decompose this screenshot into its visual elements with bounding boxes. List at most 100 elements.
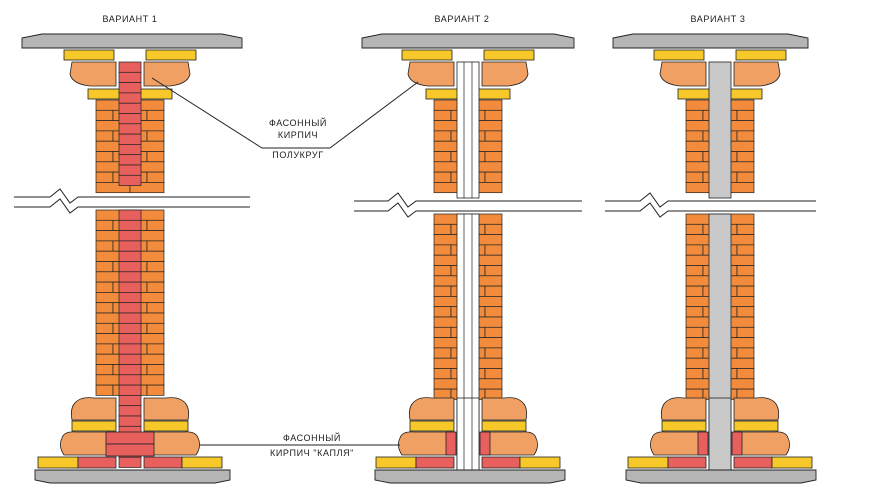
- shaft-brick-upper: [433, 171, 452, 183]
- capital-shaped-brick: [143, 61, 191, 87]
- core-brick-upper: [118, 71, 142, 83]
- core-brick-upper: [118, 164, 142, 176]
- bottom-slab: [374, 469, 566, 484]
- shaft-brick-lower: [95, 219, 114, 231]
- base-red-brick: [479, 431, 491, 456]
- shaft-brick-upper: [484, 171, 503, 183]
- columns-layer: [14, 33, 817, 484]
- core-brick-lower: [118, 292, 142, 304]
- shaft-brick-lower: [484, 265, 503, 277]
- base-red-brick: [731, 431, 743, 456]
- core-brick-lower: [118, 384, 142, 396]
- shaft-brick-upper: [484, 151, 503, 163]
- shaft-brick-upper: [484, 109, 503, 121]
- shaft-brick-lower: [433, 223, 452, 235]
- shaft-brick-lower: [484, 223, 503, 235]
- shaft-brick-upper: [484, 130, 503, 142]
- shaft-brick-lower: [736, 265, 755, 277]
- shaft-brick-lower: [685, 223, 704, 235]
- shaft-brick-lower: [146, 343, 165, 355]
- core-brick-lower: [118, 374, 142, 386]
- base-shaped-brick-upper: [143, 397, 190, 421]
- top-yellow-brick: [653, 49, 705, 61]
- core-brick-upper: [118, 174, 142, 186]
- base-shaped-brick-upper: [408, 397, 455, 421]
- capital-shaped-brick: [659, 61, 707, 87]
- callout-top-line3: ПОЛУКРУГ: [272, 150, 323, 160]
- shaft-brick-upper: [146, 171, 165, 183]
- shaft-brick-lower: [685, 265, 704, 277]
- base-yellow-brick: [71, 420, 117, 432]
- shaft-brick-upper: [736, 151, 755, 163]
- top-yellow-brick: [145, 49, 197, 61]
- shaft-brick-lower: [685, 244, 704, 256]
- shaft-brick-upper: [95, 109, 114, 121]
- core-brick-upper: [118, 113, 142, 125]
- shaft-brick-lower: [95, 240, 114, 252]
- base-yellow-brick: [481, 420, 527, 432]
- capital-yellow-brick: [137, 88, 173, 100]
- shaft-brick-lower: [736, 326, 755, 338]
- shaft-brick-upper: [95, 130, 114, 142]
- capital-shaped-brick: [481, 61, 529, 87]
- shaft-brick-lower: [146, 261, 165, 273]
- base-yellow-brick: [409, 420, 455, 432]
- capital-shaped-brick: [733, 61, 781, 87]
- capital-yellow-brick: [677, 88, 713, 100]
- core-brick-lower: [118, 250, 142, 262]
- capital-yellow-brick: [727, 88, 763, 100]
- callout-top-line1: ФАСОННЫЙ: [269, 117, 327, 128]
- bottom-red-brick: [733, 456, 773, 469]
- callout-bottom-line1: ФАСОННЫЙ: [283, 432, 341, 443]
- variant-1-title: ВАРИАНТ 1: [102, 14, 157, 24]
- shaft-brick-lower: [484, 306, 503, 318]
- shaft-brick-lower: [95, 281, 114, 293]
- core-brick-lower: [118, 405, 142, 417]
- shaft-brick-lower: [433, 265, 452, 277]
- shaft-brick-lower: [146, 322, 165, 334]
- shaft-brick-lower: [433, 326, 452, 338]
- core-brick-upper: [118, 154, 142, 166]
- core-brick-lower: [118, 271, 142, 283]
- core-brick-lower: [118, 261, 142, 273]
- callout-leader-right: [329, 81, 419, 149]
- capital-yellow-brick: [475, 88, 511, 100]
- capital-shaped-brick: [69, 61, 117, 87]
- core-brick-lower: [118, 209, 142, 221]
- shaft-brick-upper: [736, 130, 755, 142]
- break-line: [605, 202, 816, 218]
- core-brick-lower: [118, 312, 142, 324]
- core-brick-lower: [118, 333, 142, 345]
- base-red-brick: [105, 431, 155, 445]
- core-brick-upper: [118, 123, 142, 135]
- shaft-brick-lower: [484, 285, 503, 297]
- shaft-brick-upper: [129, 182, 165, 194]
- shaft-brick-upper: [685, 171, 704, 183]
- core-brick-upper: [118, 102, 142, 114]
- shaft-brick-lower: [433, 244, 452, 256]
- base-shaped-brick-upper: [481, 397, 528, 421]
- shaft-brick-lower: [95, 322, 114, 334]
- core-brick-upper: [118, 61, 142, 73]
- core-brick-lower: [118, 353, 142, 365]
- shaft-brick-lower: [685, 306, 704, 318]
- break-line: [354, 192, 582, 208]
- shaft-brick-upper: [433, 130, 452, 142]
- core-solid-upper: [708, 61, 732, 199]
- shaft-brick-lower: [146, 240, 165, 252]
- bottom-yellow-brick: [375, 456, 417, 469]
- shaft-brick-lower: [736, 223, 755, 235]
- bottom-yellow-brick: [181, 456, 223, 469]
- shaft-brick-lower: [146, 364, 165, 376]
- core-brick-lower: [118, 343, 142, 355]
- shaft-brick-lower: [146, 219, 165, 231]
- core-pipe-upper: [456, 61, 480, 199]
- capital-shaped-brick: [407, 61, 455, 87]
- shaft-brick-upper: [685, 109, 704, 121]
- shaft-brick-lower: [433, 306, 452, 318]
- shaft-brick-lower: [433, 347, 452, 359]
- shaft-brick-upper: [736, 171, 755, 183]
- top-yellow-brick: [483, 49, 535, 61]
- bottom-red-brick: [667, 456, 707, 469]
